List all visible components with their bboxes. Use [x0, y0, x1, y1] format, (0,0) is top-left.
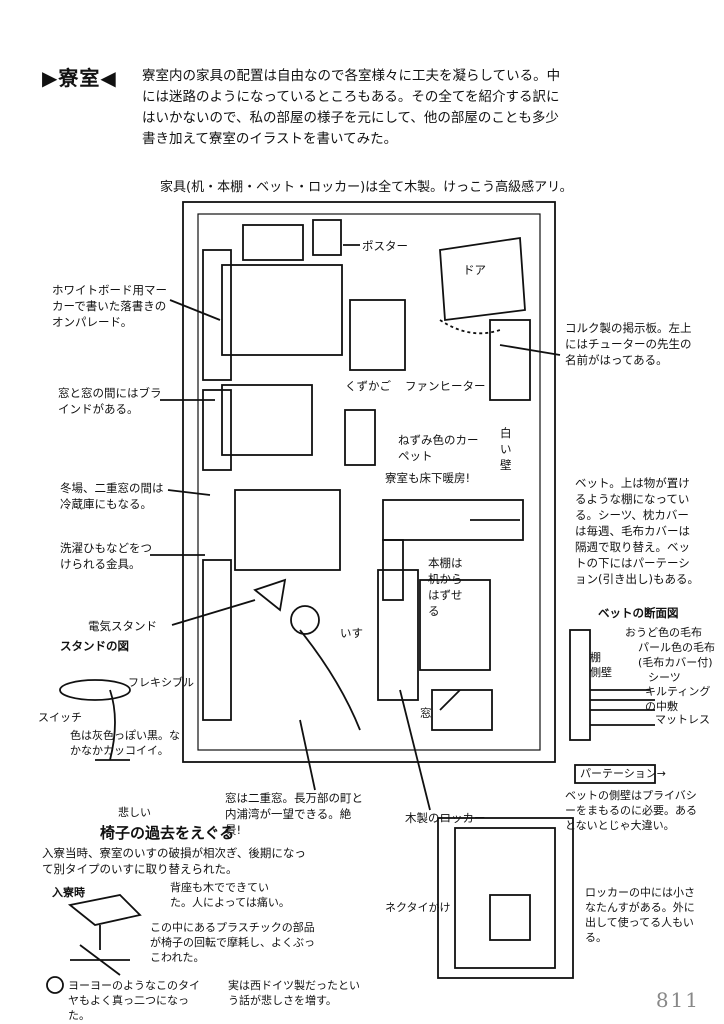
fan-heater-label: ファンヒーター: [405, 379, 486, 393]
carpet-label: ねずみ色のカーペット: [398, 433, 479, 463]
west-german-note: 実は西ドイツ製だったという話が悲しさを増す。: [228, 979, 360, 1007]
backrest-note: 背座も木でできていた。人によっては痛い。: [170, 881, 290, 909]
entry-time-label: 入寮時: [52, 886, 85, 899]
orange-blanket-label: おうど色の毛布: [625, 626, 702, 639]
bed-label: ベット。上は物が置けるような棚になっている。シーツ、枕カバーは毎週、毛布カバーは…: [575, 476, 699, 586]
door-label: ドア: [463, 263, 486, 277]
intro-paragraph: 寮室内の家具の配置は自由なので各室様々に工夫を凝らしている。中には迷路のようにな…: [142, 68, 561, 147]
plastic-parts-note: この中にあるプラスチックの部品が椅子の回転で摩耗し、よくぶっこわれた。: [150, 921, 315, 964]
window-note: 窓は二重窓。長万部の町と内浦湾が一望できる。絶景!: [225, 791, 363, 837]
partition-label: パーテーション→: [580, 767, 666, 780]
wheel-note: ヨーヨーのようなこのタイヤもよく真っ二つになった。: [68, 979, 200, 1022]
pearl-blanket-label: パール色の毛布(毛布カバー付): [638, 641, 715, 669]
page-number: 811: [655, 988, 700, 1012]
white-wall-label: 白い壁: [500, 426, 512, 472]
cork-board-label: コルク製の掲示板。左上にはチューターの先生の名前がはってある。: [565, 321, 692, 367]
sheets-label: シーツ: [648, 671, 681, 684]
lamp-label: 電気スタンド: [88, 619, 157, 633]
stand-note: 色は灰色っぽい黒。なかなかカッコイイ。: [70, 729, 180, 757]
hook-label: 洗濯ひもなどをつけられる金具。: [60, 541, 152, 571]
bed-section-heading: ベットの断面図: [598, 606, 679, 620]
whiteboard-label: ホワイトボード用マーカーで書いた落書きのオンパレード。: [52, 283, 167, 329]
window-label: 窓: [420, 706, 432, 720]
bed-side-wall-note: ベットの側壁はプライバシーをまもるのに必要。あるとないとじゃ大違い。: [565, 789, 697, 832]
flexible-label: フレキシブル: [128, 676, 194, 689]
chair-story-heading: 椅子の過去をえぐる: [100, 824, 235, 842]
bookshelf-label: 本棚は机からはずせる: [428, 556, 463, 618]
chair-label: いす: [340, 626, 363, 640]
shelf-label: 棚: [590, 651, 601, 664]
switch-label: スイッチ: [38, 711, 82, 724]
side-wall-label: 側壁: [590, 666, 612, 679]
mattress-label: マットレス: [655, 713, 710, 726]
quilting-label: キルティングの中敷: [645, 685, 711, 713]
wastebasket-label: くずかご: [345, 379, 391, 393]
locker-drawer-note: ロッカーの中には小さなたんすがある。外に出して使ってる人もいる。: [585, 886, 695, 944]
poster-label: ポスター: [362, 239, 408, 253]
stand-figure-heading: スタンドの図: [60, 639, 129, 653]
tie-hanger-label: ネクタイかけ: [385, 901, 451, 914]
sad-label: 悲しい: [118, 806, 151, 819]
blind-label: 窓と窓の間にはブラインドがある。: [58, 386, 162, 416]
floor-heating-label: 寮室も床下暖房!: [385, 471, 471, 485]
furniture-note: 家具(机・本棚・ベット・ロッカー)は全て木製。けっこう高級感アリ。: [160, 180, 573, 195]
section-title: ▶寮室◀: [42, 66, 117, 90]
fridge-label: 冬場、二重窓の間は冷蔵庫にもなる。: [60, 481, 164, 511]
chair-story-body: 入寮当時、寮室のいすの破損が相次ぎ、後期になって別タイプのいすに取り替えられた。: [42, 846, 306, 876]
locker-label: 木製のロッカー: [405, 811, 486, 825]
